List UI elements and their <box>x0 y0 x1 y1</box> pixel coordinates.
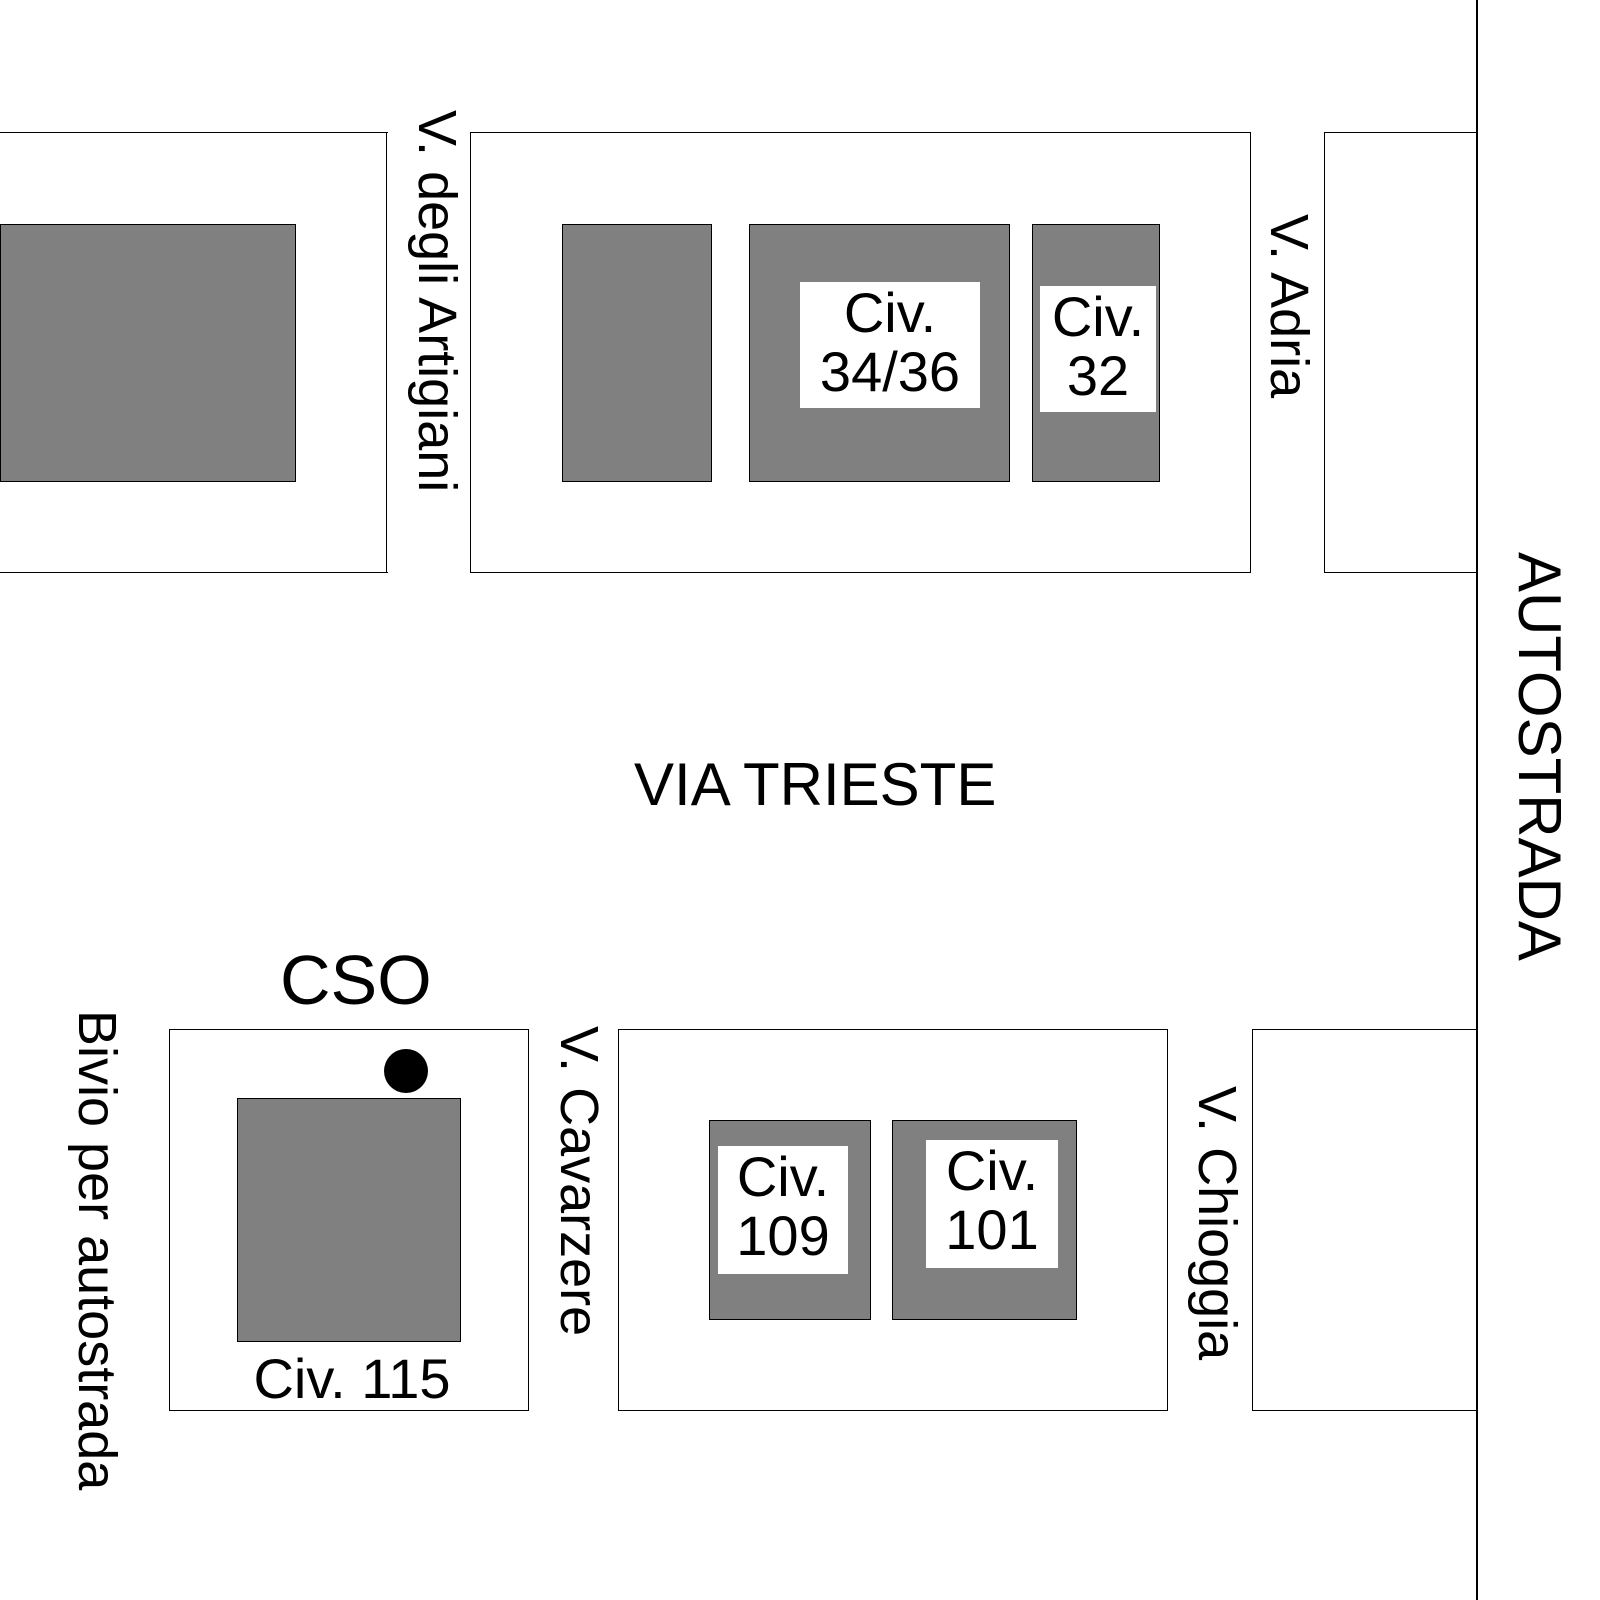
label-civ-34-36-line1: Civ. <box>843 281 937 344</box>
block-edge-top-left-top <box>0 132 388 133</box>
building-top-middle-left <box>562 224 712 482</box>
block-edge-bottom-right-top <box>1252 1029 1477 1030</box>
street-label-degli-artigiani: V. degli Artigiani <box>407 110 467 493</box>
label-civ-109-line2: 109 <box>736 1203 830 1267</box>
street-label-via-trieste: VIA TRIESTE <box>634 751 997 818</box>
street-label-autostrada: AUTOSTRADA <box>1506 552 1573 961</box>
label-civ-34-36: Civ. 34/36 <box>800 282 980 408</box>
block-edge-top-left-right <box>386 132 387 573</box>
block-edge-top-right-top <box>1324 132 1477 133</box>
street-label-bivio: Bivio per autostrada <box>67 1010 127 1491</box>
label-civ-109-line1: Civ. <box>736 1145 830 1208</box>
autostrada-line <box>1476 0 1478 1600</box>
block-edge-top-left-bottom <box>0 572 388 573</box>
label-civ-32-line1: Civ. <box>1051 285 1145 348</box>
street-label-adria: V. Adria <box>1259 214 1319 399</box>
street-label-chioggia: V. Chioggia <box>1187 1086 1247 1361</box>
label-civ-101-line2: 101 <box>945 1197 1039 1261</box>
block-edge-bottom-right-bottom <box>1252 1410 1477 1411</box>
label-civ-115: Civ. 115 <box>253 1347 451 1410</box>
building-civ-115 <box>237 1098 461 1342</box>
block-edge-top-right-bottom <box>1324 572 1477 573</box>
label-civ-32: Civ. 32 <box>1040 286 1156 412</box>
label-civ-101-line1: Civ. <box>945 1139 1039 1202</box>
label-civ-32-line2: 32 <box>1066 343 1130 407</box>
block-edge-bottom-right-left <box>1252 1029 1253 1411</box>
cso-label: CSO <box>280 941 432 1019</box>
label-civ-109: Civ. 109 <box>718 1146 848 1274</box>
label-civ-101: Civ. 101 <box>926 1140 1058 1268</box>
block-edge-top-right-left <box>1324 132 1325 573</box>
street-label-cavarzere: V. Cavarzere <box>549 1026 609 1337</box>
cso-marker-icon <box>384 1049 428 1093</box>
label-civ-34-36-line2: 34/36 <box>819 339 961 403</box>
building-top-left <box>0 224 296 482</box>
